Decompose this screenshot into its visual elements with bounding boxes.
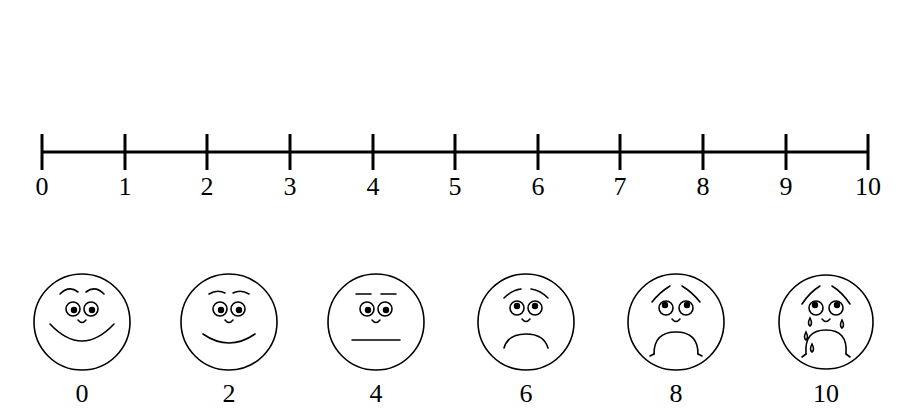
axis-number: 10 [855, 174, 881, 200]
face-number: 0 [76, 381, 89, 407]
axis-number: 6 [532, 174, 545, 200]
face-number: 6 [520, 381, 533, 407]
face-icon [328, 274, 424, 370]
face-icon [478, 274, 574, 370]
axis-number: 5 [449, 174, 462, 200]
axis-number: 2 [201, 174, 214, 200]
axis-number: 8 [697, 174, 710, 200]
axis-number: 1 [119, 174, 132, 200]
axis-number: 7 [614, 174, 627, 200]
face-icon [34, 274, 130, 370]
face-icon [628, 274, 724, 370]
axis-number: 0 [36, 174, 49, 200]
axis-number: 9 [780, 174, 793, 200]
face-icon [181, 274, 277, 370]
face-number: 8 [670, 381, 683, 407]
face-number: 4 [370, 381, 383, 407]
axis-number: 3 [284, 174, 297, 200]
face-number: 10 [813, 381, 839, 407]
axis-number: 4 [367, 174, 380, 200]
face-number: 2 [223, 381, 236, 407]
face-icon [779, 275, 873, 369]
number-line [42, 134, 868, 170]
